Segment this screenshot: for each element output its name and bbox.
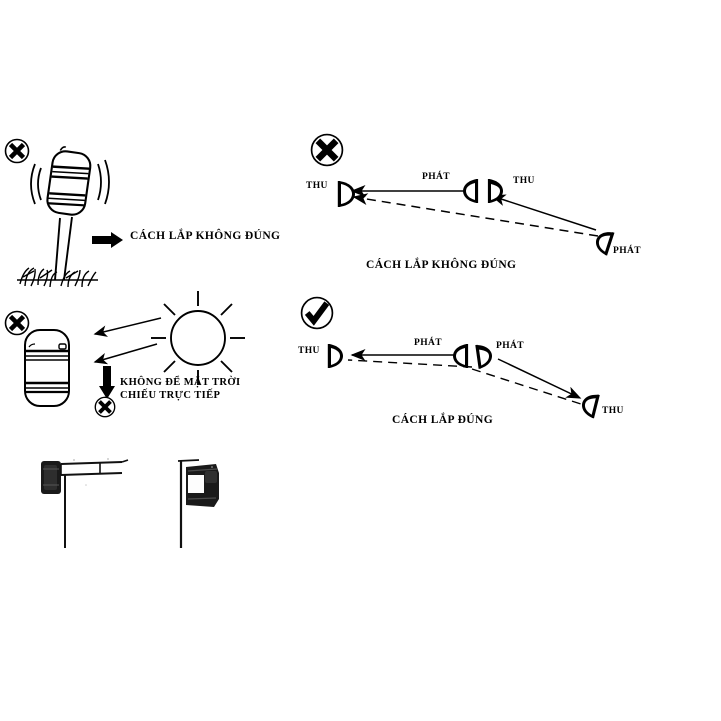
label-phat-center-right-correct: PHÁT [496, 341, 524, 351]
sensor-receiver-center-incorrect [486, 178, 504, 204]
sunlight-warning-badge [4, 310, 30, 336]
sensor-transmitter-center-right-correct [475, 343, 493, 369]
label-thu-left-incorrect: THU [306, 181, 328, 191]
sun-ray-arrows [85, 312, 165, 372]
sensor-receiver-left-incorrect [336, 180, 356, 208]
unstable-post-illustration [14, 140, 124, 295]
sensor-unit-illustration [18, 327, 78, 412]
wobbly-post-warning-badge [4, 138, 30, 164]
sensor-transmitter-right-incorrect [594, 228, 615, 256]
correct-beam-lines [322, 345, 622, 420]
sensor-transmitter-center-incorrect [462, 178, 480, 204]
correct-layout-badge [300, 296, 334, 330]
sensor-receiver-left-correct [326, 343, 344, 369]
sensor-transmitter-center-left-correct [452, 343, 470, 369]
hardware-photo-post-mount [172, 455, 232, 550]
label-thu-left-correct: THU [298, 346, 320, 356]
hardware-photo-l-bracket [38, 455, 143, 550]
label-phat-right-incorrect: PHÁT [613, 246, 641, 256]
incorrect-beam-lines [330, 180, 630, 250]
label-thu-right-correct: THU [602, 406, 624, 416]
incorrect-layout-caption: CÁCH LẮP KHÔNG ĐÚNG [366, 259, 517, 271]
incorrect-install-caption-left: CÁCH LẮP KHÔNG ĐÚNG [130, 230, 281, 242]
sun-illustration [148, 288, 248, 388]
incorrect-install-arrow-left [92, 232, 124, 248]
no-direct-sunlight-caption: KHÔNG ĐỂ MẶT TRỜI CHIẾU TRỰC TIẾP [120, 377, 241, 401]
sensor-receiver-right-correct [580, 391, 600, 419]
sunlight-warning-badge-secondary [94, 396, 116, 418]
label-phat-center-correct: PHÁT [414, 338, 442, 348]
label-phat-center-incorrect: PHÁT [422, 172, 450, 182]
correct-layout-caption: CÁCH LẮP ĐÚNG [392, 414, 494, 426]
incorrect-layout-badge [310, 133, 344, 167]
no-direct-sunlight-arrow [98, 366, 116, 400]
label-thu-center-right-incorrect: THU [513, 176, 535, 186]
